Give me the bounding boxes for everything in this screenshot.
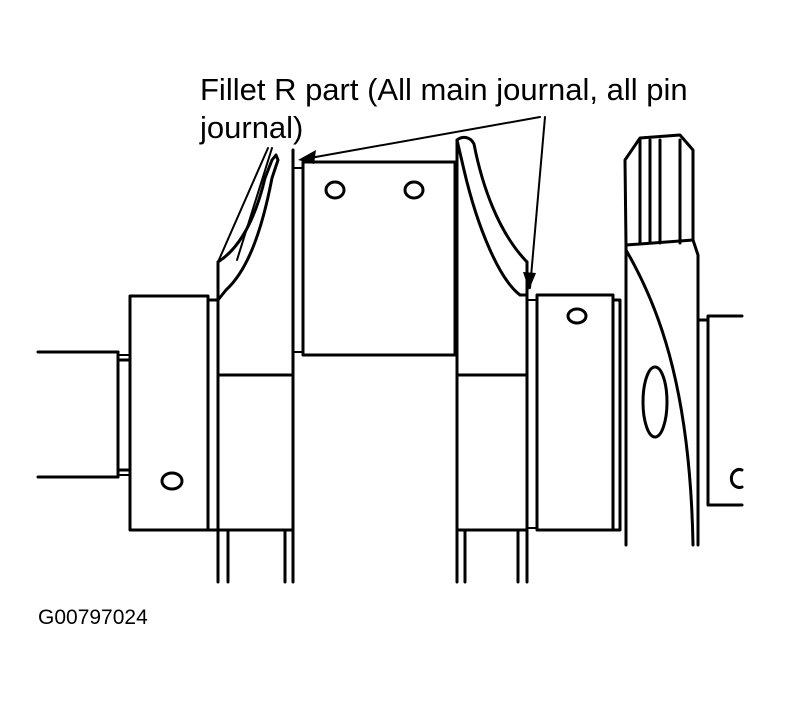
oil-hole	[160, 471, 184, 491]
main-journal-1	[119, 294, 210, 532]
leader-line	[309, 116, 541, 159]
arrowhead	[298, 150, 316, 164]
crank-web-1	[206, 148, 295, 584]
callout-label-line-2: journal)	[200, 110, 304, 145]
oil-hole	[566, 307, 588, 325]
leader-lines	[217, 116, 546, 290]
figure-id: G00797024	[38, 606, 148, 629]
leader-line	[529, 116, 546, 289]
oil-hole	[324, 180, 346, 200]
arrowhead	[523, 272, 536, 290]
crankshaft-nose	[36, 350, 130, 479]
oil-hole	[641, 365, 669, 439]
crank-web-3	[611, 133, 700, 547]
oil-hole	[729, 468, 744, 489]
pin-journal	[292, 160, 457, 357]
oil-hole	[403, 180, 425, 200]
crank-web-2	[455, 135, 529, 584]
leader-line	[236, 147, 273, 261]
leader-line	[217, 147, 269, 263]
callout-label-line-1: Fillet R part (All main journal, all pin	[200, 72, 688, 107]
main-journal-2	[526, 293, 615, 532]
main-journal-3	[696, 314, 744, 507]
